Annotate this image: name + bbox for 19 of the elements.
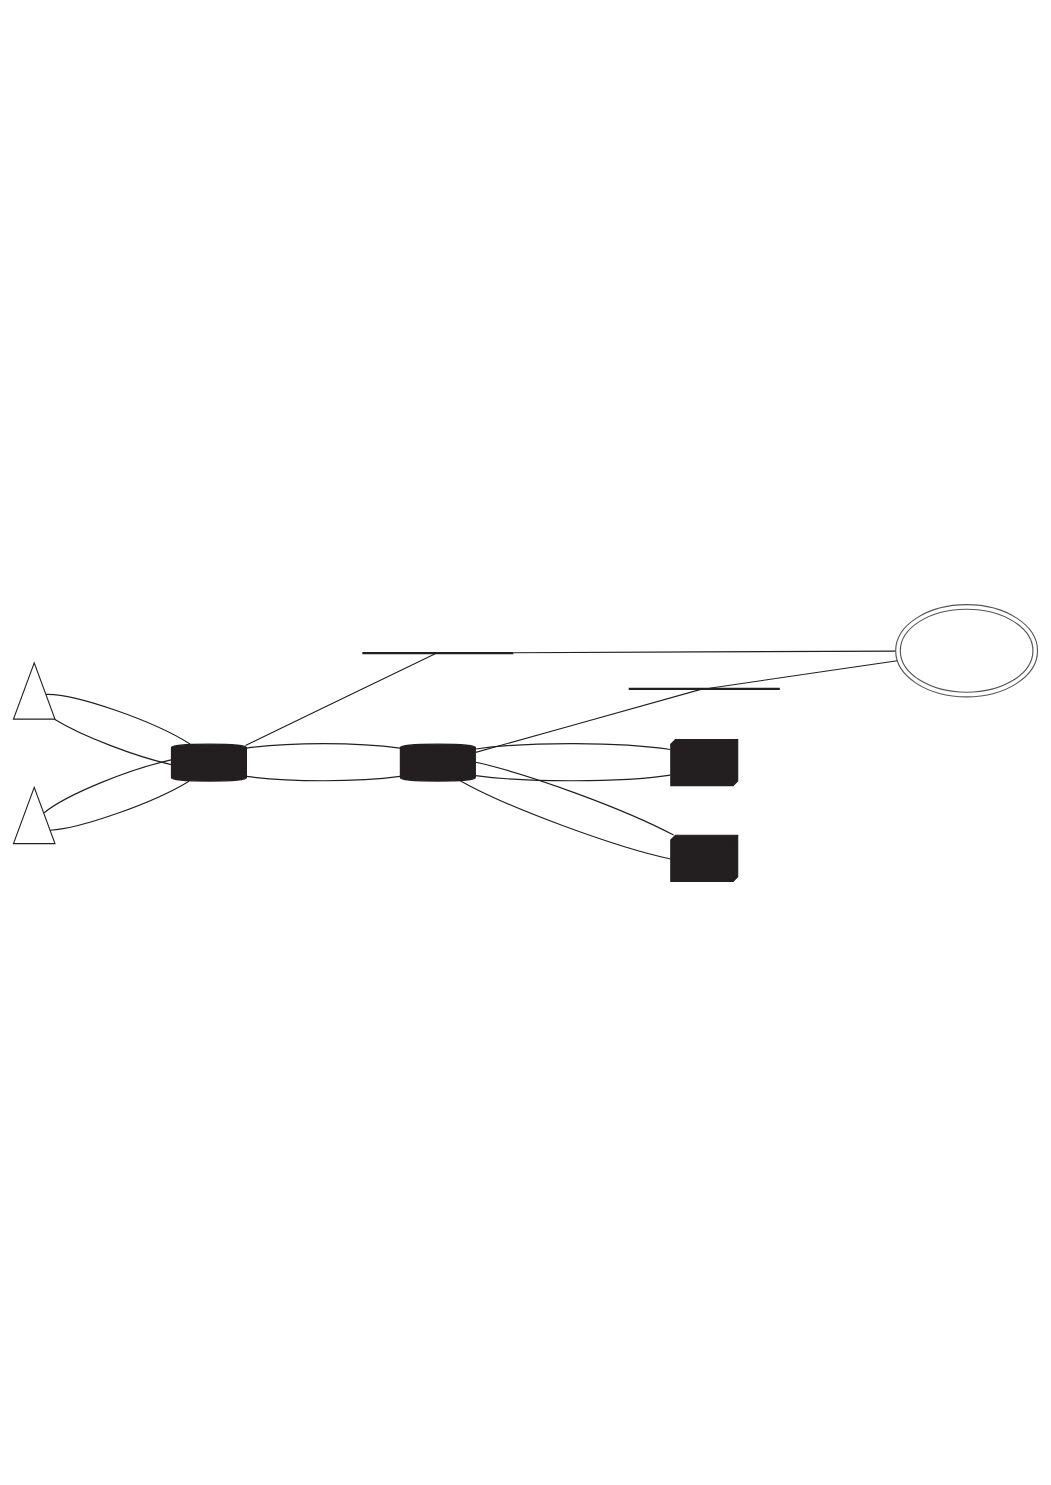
connector [45, 693, 191, 745]
connector [475, 688, 702, 753]
connector [245, 742, 401, 749]
node-bar [628, 687, 780, 690]
connector [244, 652, 436, 746]
node-cloud [895, 603, 1039, 697]
node-tower [12, 660, 56, 720]
connector [475, 774, 671, 781]
connector [475, 761, 675, 836]
connector [49, 780, 190, 831]
connector [475, 742, 671, 750]
connector [460, 779, 672, 860]
connector [708, 659, 898, 689]
connector [43, 758, 172, 813]
node-tower [12, 785, 56, 844]
connector [245, 775, 401, 781]
connector [512, 649, 896, 653]
connector [53, 718, 173, 765]
node-bar [362, 651, 514, 654]
